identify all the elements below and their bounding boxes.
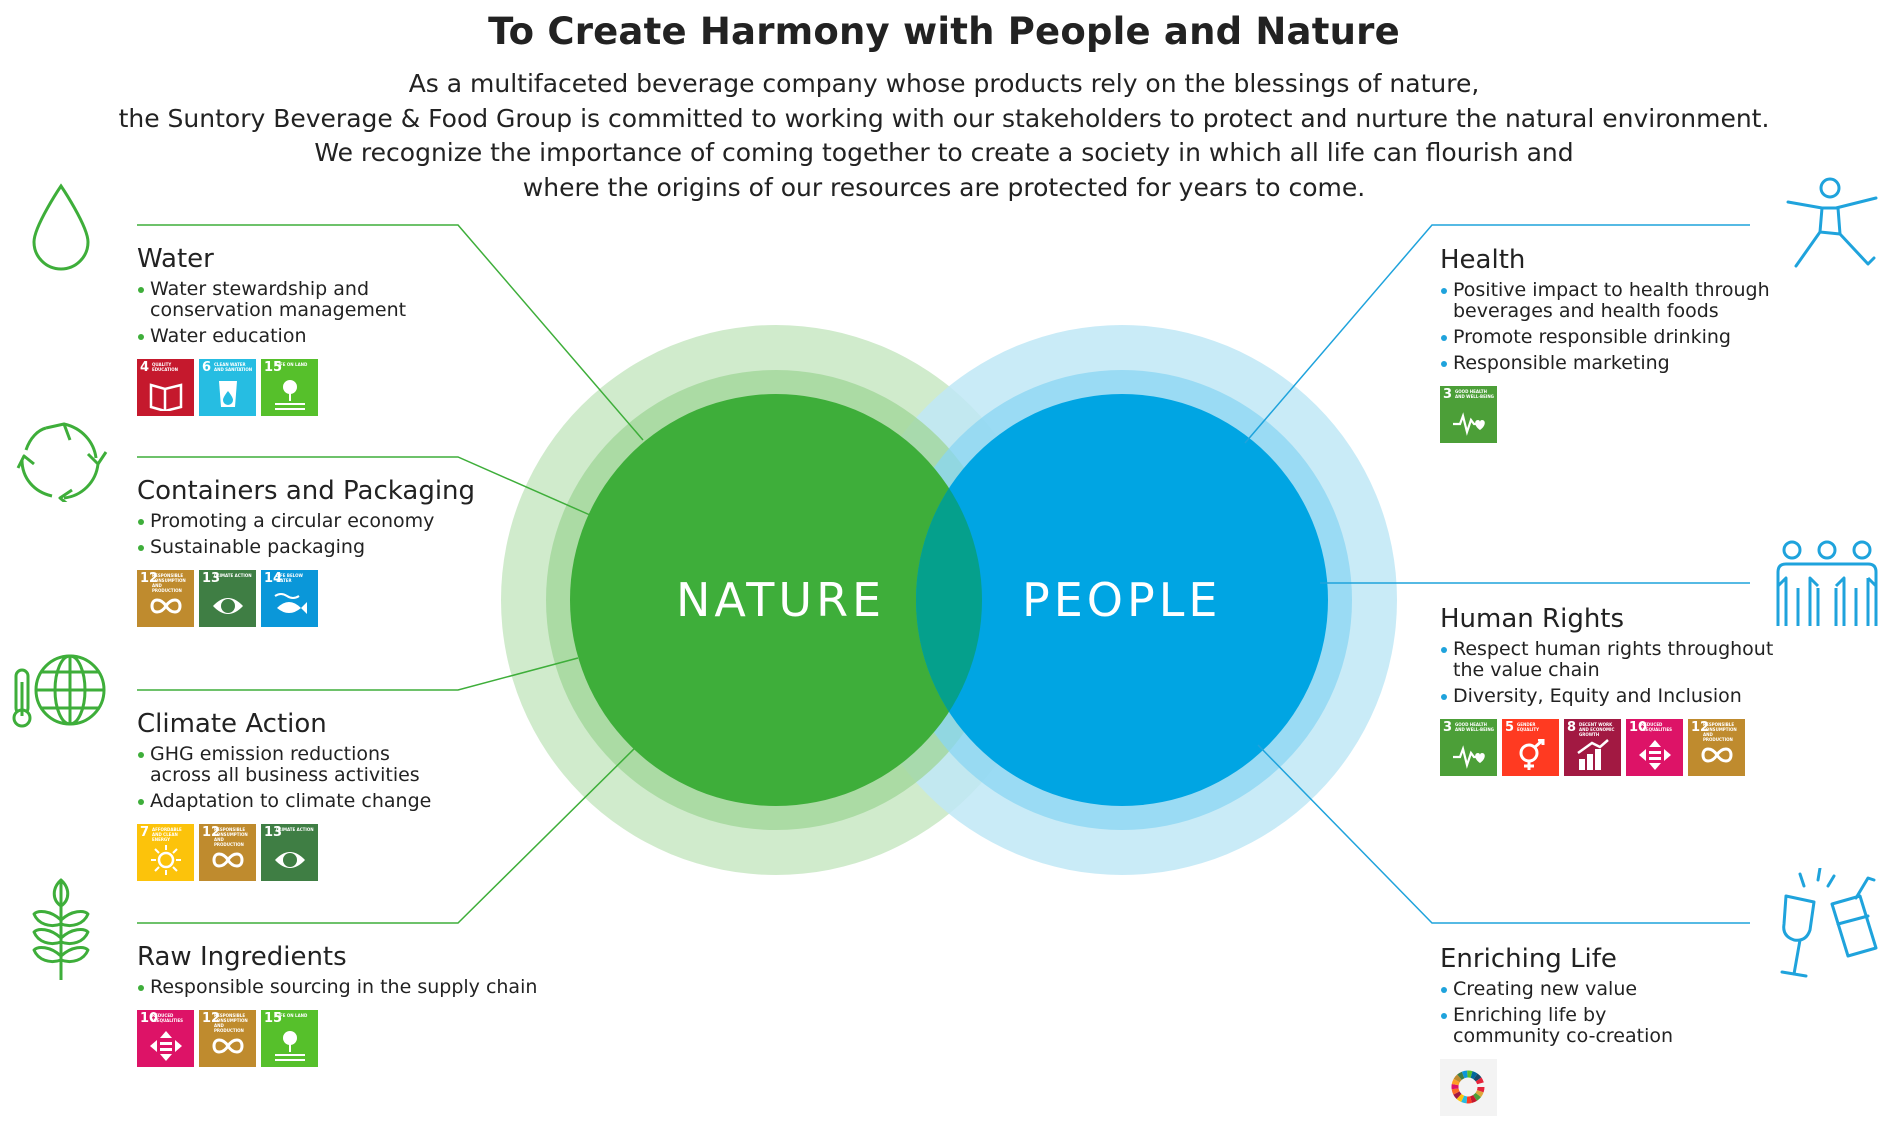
section-human-rights: Human Rights Respect human rights throug…: [1440, 604, 1773, 776]
connector-containers: [137, 456, 591, 516]
connector-climate: [137, 657, 579, 691]
section-water: Water Water stewardship and conservation…: [137, 244, 406, 416]
bullet-item: Creating new value: [1440, 979, 1673, 1000]
bullet-item-continued: the value chain: [1453, 659, 1600, 681]
connector-water: [137, 224, 644, 441]
bullet-item: Diversity, Equity and Inclusion: [1440, 686, 1773, 707]
people-label: PEOPLE: [1022, 573, 1222, 627]
intro-line: the Suntory Beverage & Food Group is com…: [118, 103, 1770, 133]
section-containers: Containers and Packaging Promoting a cir…: [137, 476, 475, 627]
people-group-icon: [1776, 540, 1878, 626]
sdg-icons: [1440, 1059, 1673, 1116]
bullet-item: Promote responsible drinking: [1440, 327, 1770, 348]
water-drop-icon: [32, 183, 90, 271]
exercise-person-icon: [1786, 177, 1878, 268]
bullet-item-continued: community co-creation: [1453, 1025, 1674, 1047]
section-title: Containers and Packaging: [137, 476, 476, 506]
section-title: Human Rights: [1440, 604, 1625, 634]
recycle-icon: [16, 422, 108, 502]
bullet-item: GHG emission reductions: [137, 744, 431, 765]
wheat-icon: [32, 878, 90, 980]
bullet-item-continued: across all business activities: [150, 764, 420, 786]
bullet-item: Enriching life by: [1440, 1005, 1673, 1026]
bullet-item: Water education: [137, 326, 406, 347]
intro-text: As a multifaceted beverage company whose…: [0, 67, 1888, 205]
intro-line: As a multifaceted beverage company whose…: [408, 69, 1480, 98]
bullet-item: Respect human rights throughout: [1440, 639, 1773, 660]
people-circle: [916, 394, 1328, 806]
bullet-item-continued: beverages and health foods: [1453, 300, 1719, 322]
connector-enriching: [1257, 744, 1750, 924]
section-climate: Climate Action GHG emission reductions a…: [137, 709, 431, 881]
globe-thermometer-icon: [12, 654, 106, 728]
section-title: Climate Action: [137, 709, 327, 739]
section-title: Enriching Life: [1440, 944, 1617, 974]
bullet-item-continued: conservation management: [150, 299, 407, 321]
sdg-wheel-icon: [1440, 1059, 1497, 1116]
section-title: Health: [1440, 245, 1526, 275]
nature-circle: [570, 394, 982, 806]
nature-label: NATURE: [676, 573, 886, 627]
bullet-item: Adaptation to climate change: [137, 791, 431, 812]
bullet-item: Sustainable packaging: [137, 537, 475, 558]
bullet-item: Positive impact to health through: [1440, 280, 1770, 301]
connector-health: [1244, 224, 1750, 444]
intro-line: We recognize the importance of coming to…: [314, 138, 1574, 167]
section-title: Water: [137, 244, 214, 274]
bullet-item: Promoting a circular economy: [137, 511, 475, 532]
intro-line: where the origins of our resources are p…: [522, 172, 1366, 202]
bullet-item: Responsible marketing: [1440, 353, 1770, 374]
section-title: Raw Ingredients: [137, 942, 347, 972]
section-enriching-life: Enriching Life Creating new value Enrich…: [1440, 944, 1673, 1116]
toast-glasses-icon: [1780, 868, 1878, 978]
bullet-item: Water stewardship and: [137, 279, 406, 300]
section-health: Health Positive impact to health through…: [1440, 245, 1770, 443]
bullet-item: Responsible sourcing in the supply chain: [137, 977, 537, 998]
section-raw-ingredients: Raw Ingredients Responsible sourcing in …: [137, 942, 537, 1067]
connector-raw: [137, 745, 638, 924]
page-title: To Create Harmony with People and Nature: [488, 10, 1400, 53]
